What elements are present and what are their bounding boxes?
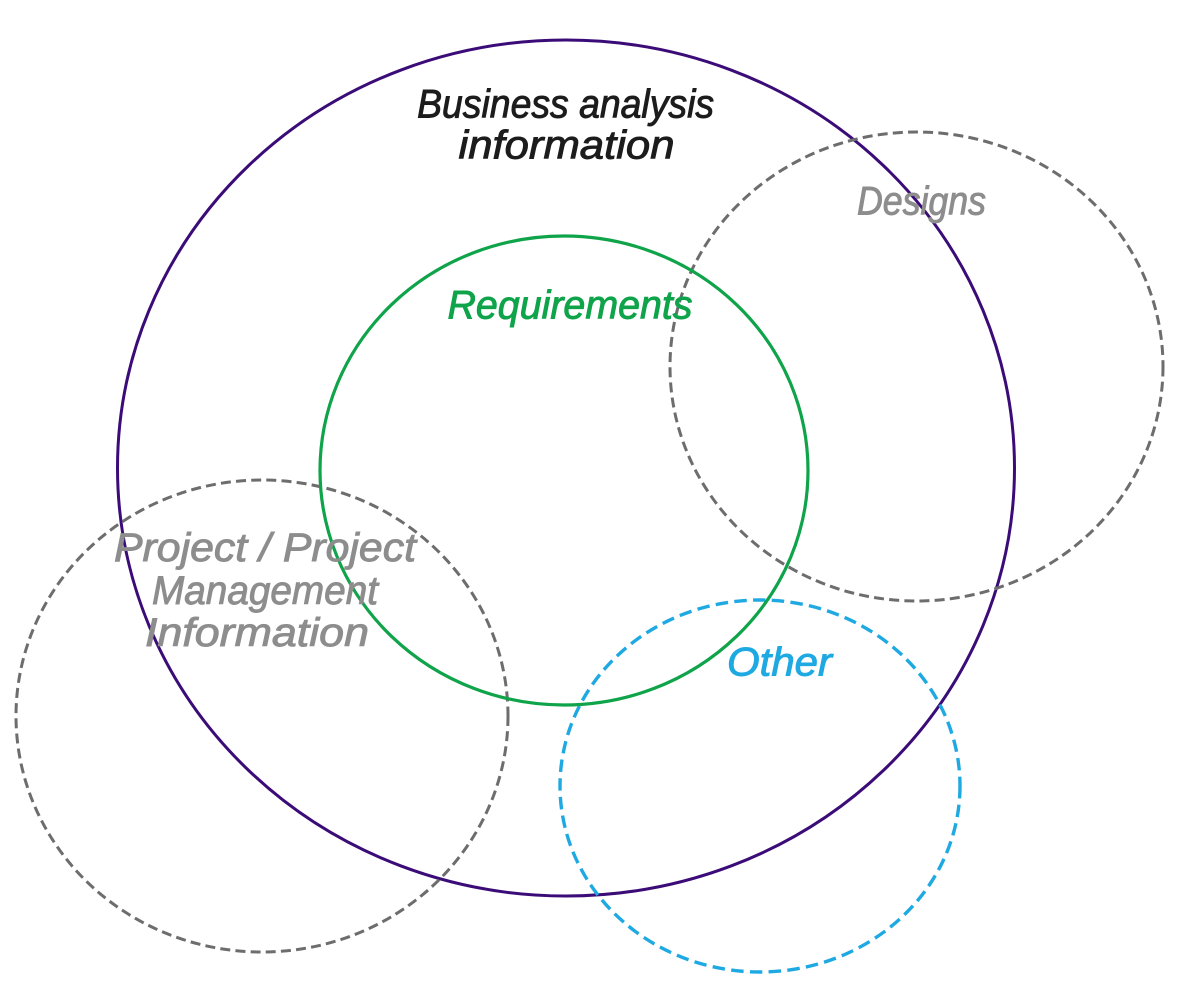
svg-text:information: information bbox=[459, 124, 675, 168]
svg-text:Project / Project: Project / Project bbox=[114, 526, 418, 570]
svg-text:Business analysis: Business analysis bbox=[417, 83, 714, 127]
svg-text:Management: Management bbox=[152, 569, 380, 613]
svg-text:Requirements: Requirements bbox=[448, 284, 693, 328]
svg-text:Designs: Designs bbox=[857, 180, 986, 224]
svg-text:Information: Information bbox=[145, 611, 369, 655]
svg-text:Other: Other bbox=[727, 641, 834, 685]
